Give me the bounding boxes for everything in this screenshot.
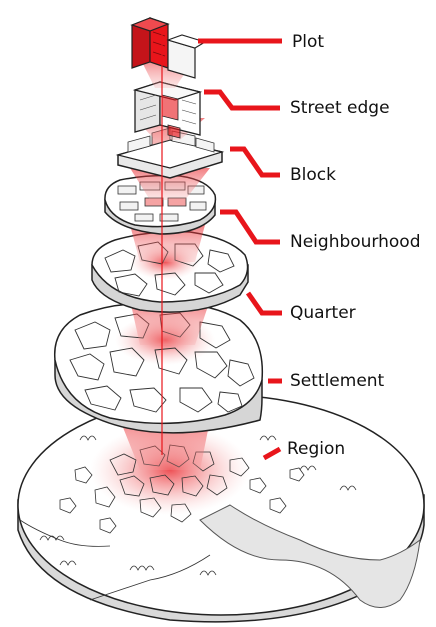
street-edge-layer — [135, 82, 205, 140]
connector-block — [230, 149, 280, 175]
connector-street-edge — [204, 92, 280, 108]
connector-neighbourhood — [220, 212, 280, 242]
label-block: Block — [290, 167, 336, 184]
plot-layer — [132, 18, 205, 88]
label-region: Region — [287, 441, 345, 458]
label-neighbourhood: Neighbourhood — [290, 234, 421, 251]
connector-quarter — [248, 293, 282, 313]
label-plot: Plot — [292, 34, 324, 51]
label-quarter: Quarter — [290, 305, 356, 322]
label-settlement: Settlement — [290, 373, 384, 390]
label-street-edge: Street edge — [290, 100, 390, 117]
